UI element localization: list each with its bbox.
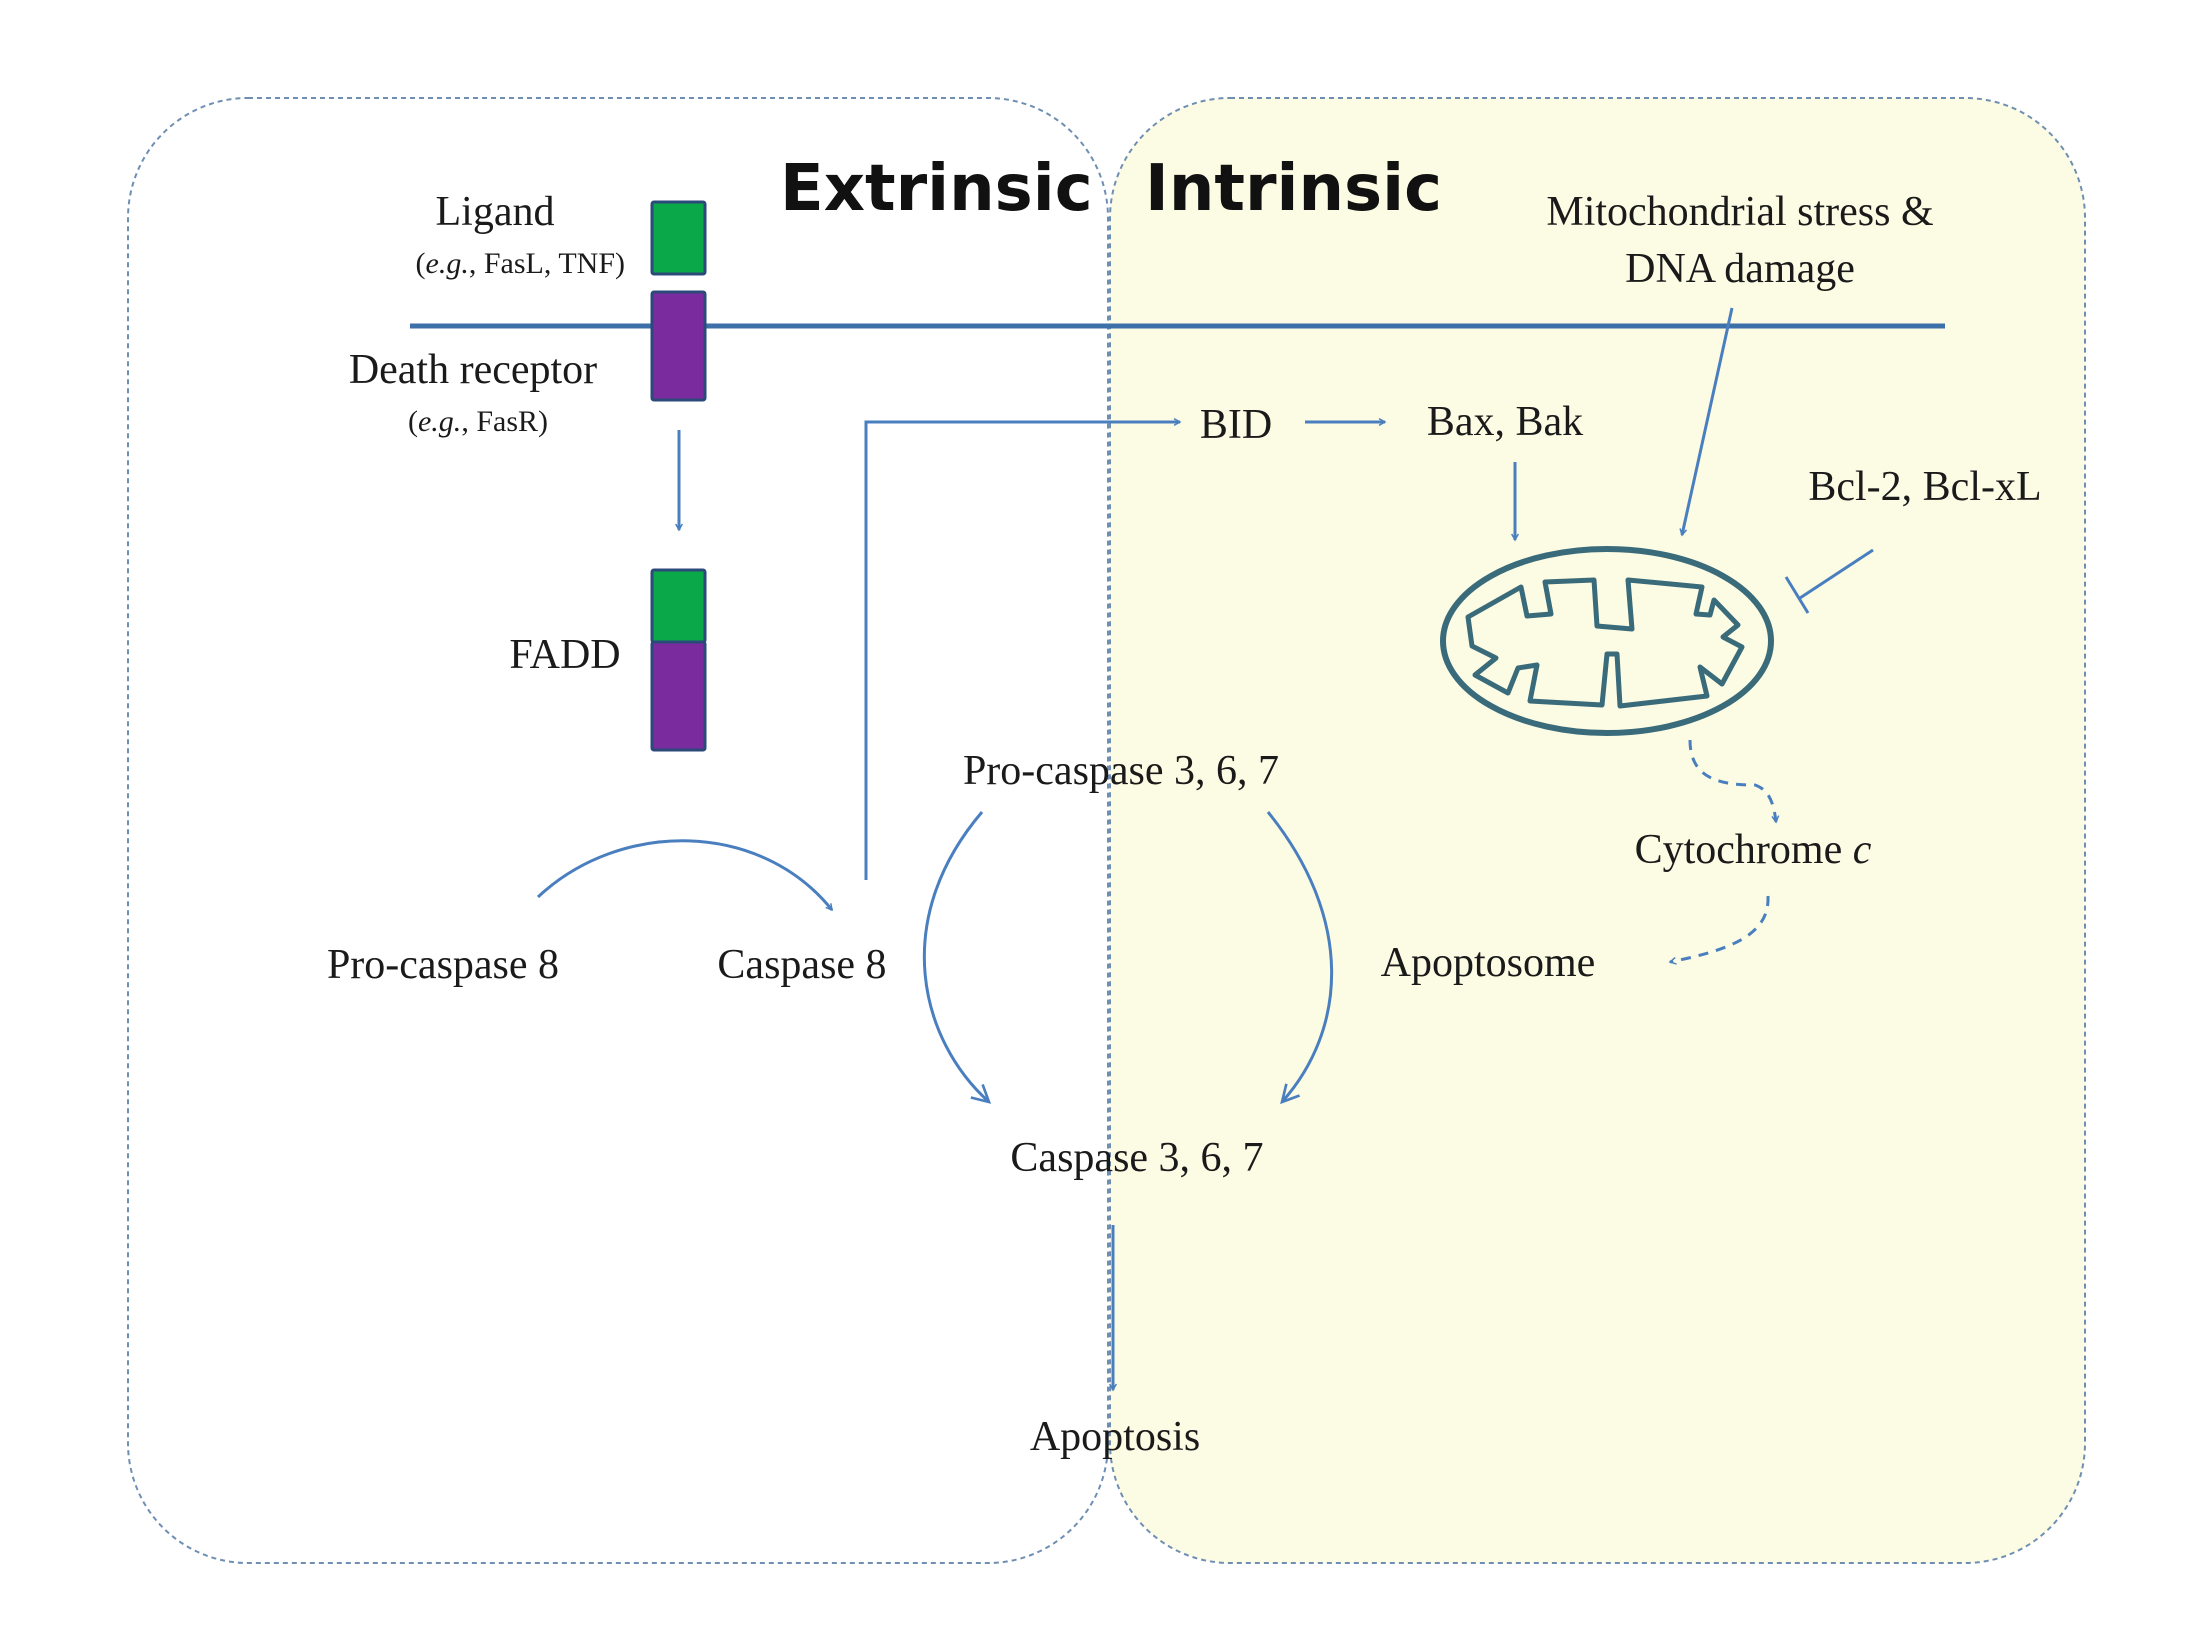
caspase-367-label: Caspase 3, 6, 7 bbox=[1010, 1135, 1263, 1181]
bax-bak-label: Bax, Bak bbox=[1427, 399, 1583, 445]
arrow-stress-to-mitochondrion bbox=[1682, 307, 1734, 535]
arrow-caspase8-to-bid bbox=[864, 422, 1180, 880]
ligand-example: (e.g., FasL, TNF) bbox=[416, 247, 625, 280]
intrinsic-title: Intrinsic bbox=[1145, 152, 1442, 226]
arrow-cytochrome-to-apoptosome bbox=[1670, 895, 1770, 962]
arrow-procaspase367-right bbox=[1266, 811, 1334, 1105]
bid-label: BID bbox=[1200, 402, 1272, 448]
mitochondrion-icon bbox=[1440, 546, 1774, 736]
intrinsic-region bbox=[1109, 97, 2086, 1564]
cytochrome-c-label: Cytochrome c bbox=[1635, 827, 1872, 873]
death-receptor-label: Death receptor bbox=[349, 347, 597, 393]
extrinsic-title: Extrinsic bbox=[780, 152, 1093, 226]
stress-label-line1: Mitochondrial stress & bbox=[1546, 189, 1933, 235]
caspase-8-label: Caspase 8 bbox=[717, 942, 886, 988]
bcl-label: Bcl-2, Bcl-xL bbox=[1808, 464, 2041, 510]
arrow-mitochondrion-to-cytochrome bbox=[1688, 739, 1776, 822]
fadd-purple-block bbox=[650, 640, 707, 752]
pro-caspase-367-label: Pro-caspase 3, 6, 7 bbox=[963, 748, 1279, 794]
death-receptor-block bbox=[650, 290, 707, 402]
arrow-procaspase8-to-caspase8 bbox=[536, 839, 834, 910]
apoptosis-label: Apoptosis bbox=[1030, 1414, 1200, 1460]
ligand-label: Ligand bbox=[436, 189, 555, 235]
fadd-label: FADD bbox=[509, 632, 620, 678]
arrow-procaspase367-left bbox=[922, 811, 992, 1104]
fadd-green-block bbox=[650, 568, 707, 644]
bcl-inhibition-bar bbox=[1784, 548, 1874, 614]
pro-caspase-8-label: Pro-caspase 8 bbox=[327, 942, 559, 988]
ligand-block bbox=[650, 200, 707, 276]
apoptosome-label: Apoptosome bbox=[1381, 940, 1596, 986]
stress-label-line2: DNA damage bbox=[1625, 246, 1855, 292]
death-receptor-example: (e.g., FasR) bbox=[408, 405, 548, 438]
extrinsic-region bbox=[127, 97, 1109, 1564]
